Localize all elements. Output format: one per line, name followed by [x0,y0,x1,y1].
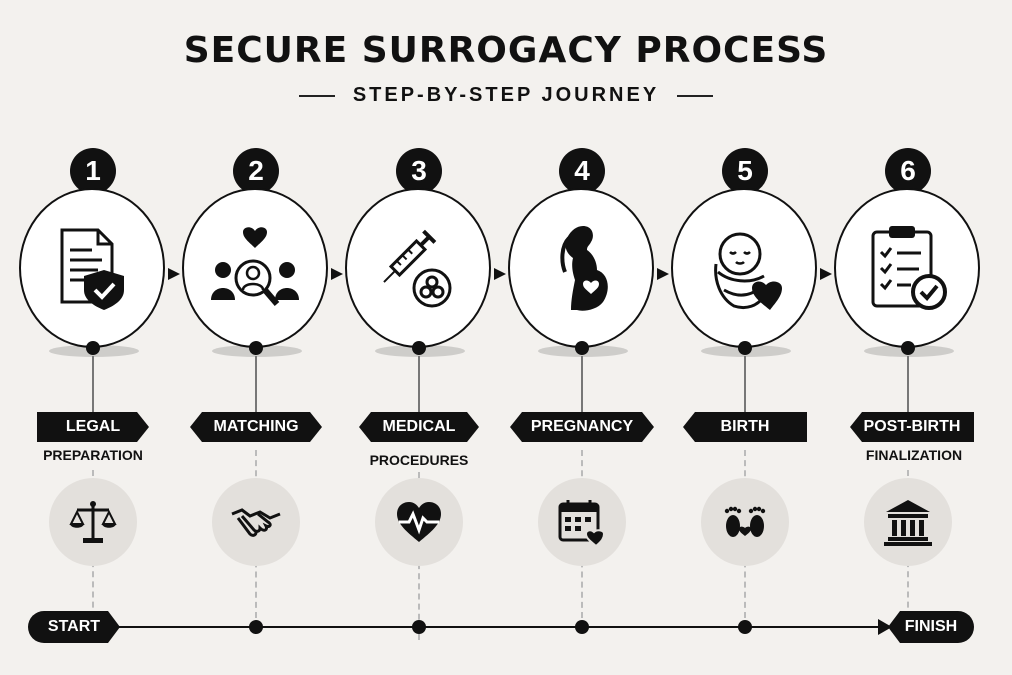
step-label-pill: MEDICAL [359,412,479,442]
step-3: 3 MEDICAL PROCEDURES [339,148,499,668]
timeline-arrowhead [878,619,892,635]
connector-stem [581,356,583,412]
step-arrow-4-5 [655,266,671,282]
timeline-dot [412,620,426,634]
timeline-dot [738,620,752,634]
timeline-finish-label: FINISH [888,611,974,643]
connector-stem [907,356,909,412]
step-sublabel: FINALIZATION [865,447,963,463]
handshake-icon [231,508,281,537]
scales-of-justice-icon [69,501,117,543]
connector-stem [255,356,257,412]
page-subtitle: STEP-BY-STEP JOURNEY [352,84,660,106]
step-number-badge: 5 [722,148,768,194]
step-icon-circle [182,188,328,348]
step-arrow-2-3 [329,266,345,282]
heart-pulse-icon [397,502,441,542]
connector-dot [249,341,263,355]
connector-dot [86,341,100,355]
courthouse-icon [884,500,932,546]
step-label-pill: LEGAL [37,412,149,442]
legal-document-shield-icon [60,228,124,310]
timeline-dot [575,620,589,634]
subtitle-row: STEP-BY-STEP JOURNEY [0,84,1012,107]
step-arrow-3-4 [492,266,508,282]
subtitle-rule-right [677,94,714,97]
step-label-pill: PREGNANCY [510,412,654,442]
step-sublabel: PREPARATION [43,447,143,463]
connector-dot [575,341,589,355]
bottom-icon-circle [701,478,789,566]
step-icon-circle [345,188,491,348]
step-sublabel: PROCEDURES [369,452,469,468]
bottom-icon-circle [375,478,463,566]
bottom-icon-circle [864,478,952,566]
step-icon-circle [508,188,654,348]
page-title: SECURE SURROGACY PROCESS [183,30,829,71]
timeline-line [100,626,890,628]
step-label-pill: BIRTH [683,412,807,442]
bottom-icon-circle [49,478,137,566]
step-1: 1 LEGAL PREPARATION [13,148,173,668]
step-4: 4 PREGNANCY [502,148,662,668]
step-arrow-5-6 [818,266,834,282]
timeline-dot [249,620,263,634]
calendar-heart-icon [558,500,606,548]
step-arrow-1-2 [166,266,182,282]
step-6: 6 POST-BIRTH FINALIZATION [828,148,988,668]
step-number-badge: 6 [885,148,931,194]
connector-dot [412,341,426,355]
bottom-icon-circle [212,478,300,566]
connector-dot [738,341,752,355]
step-number-badge: 4 [559,148,605,194]
step-5: 5 BIRTH [665,148,825,668]
connector-stem [92,356,94,412]
step-icon-circle [834,188,980,348]
step-icon-circle [19,188,165,348]
connector-dot [901,341,915,355]
connector-stem [418,356,420,412]
step-number-badge: 1 [70,148,116,194]
pregnant-woman-icon [560,226,608,311]
step-number-badge: 2 [233,148,279,194]
step-icon-circle [671,188,817,348]
timeline-start-label: START [28,611,120,643]
connector-stem [744,356,746,412]
step-2: 2 MATCHING [176,148,336,668]
syringe-cells-icon [383,229,452,308]
bottom-icon-circle [538,478,626,566]
step-label-pill: POST-BIRTH [850,412,974,442]
baby-footprints-icon [724,506,766,537]
step-number-badge: 3 [396,148,442,194]
swaddled-baby-heart-icon [714,232,782,310]
clipboard-checklist-icon [871,226,947,310]
step-label-pill: MATCHING [190,412,322,442]
subtitle-rule-left [298,94,335,97]
people-heart-search-icon [211,227,299,306]
